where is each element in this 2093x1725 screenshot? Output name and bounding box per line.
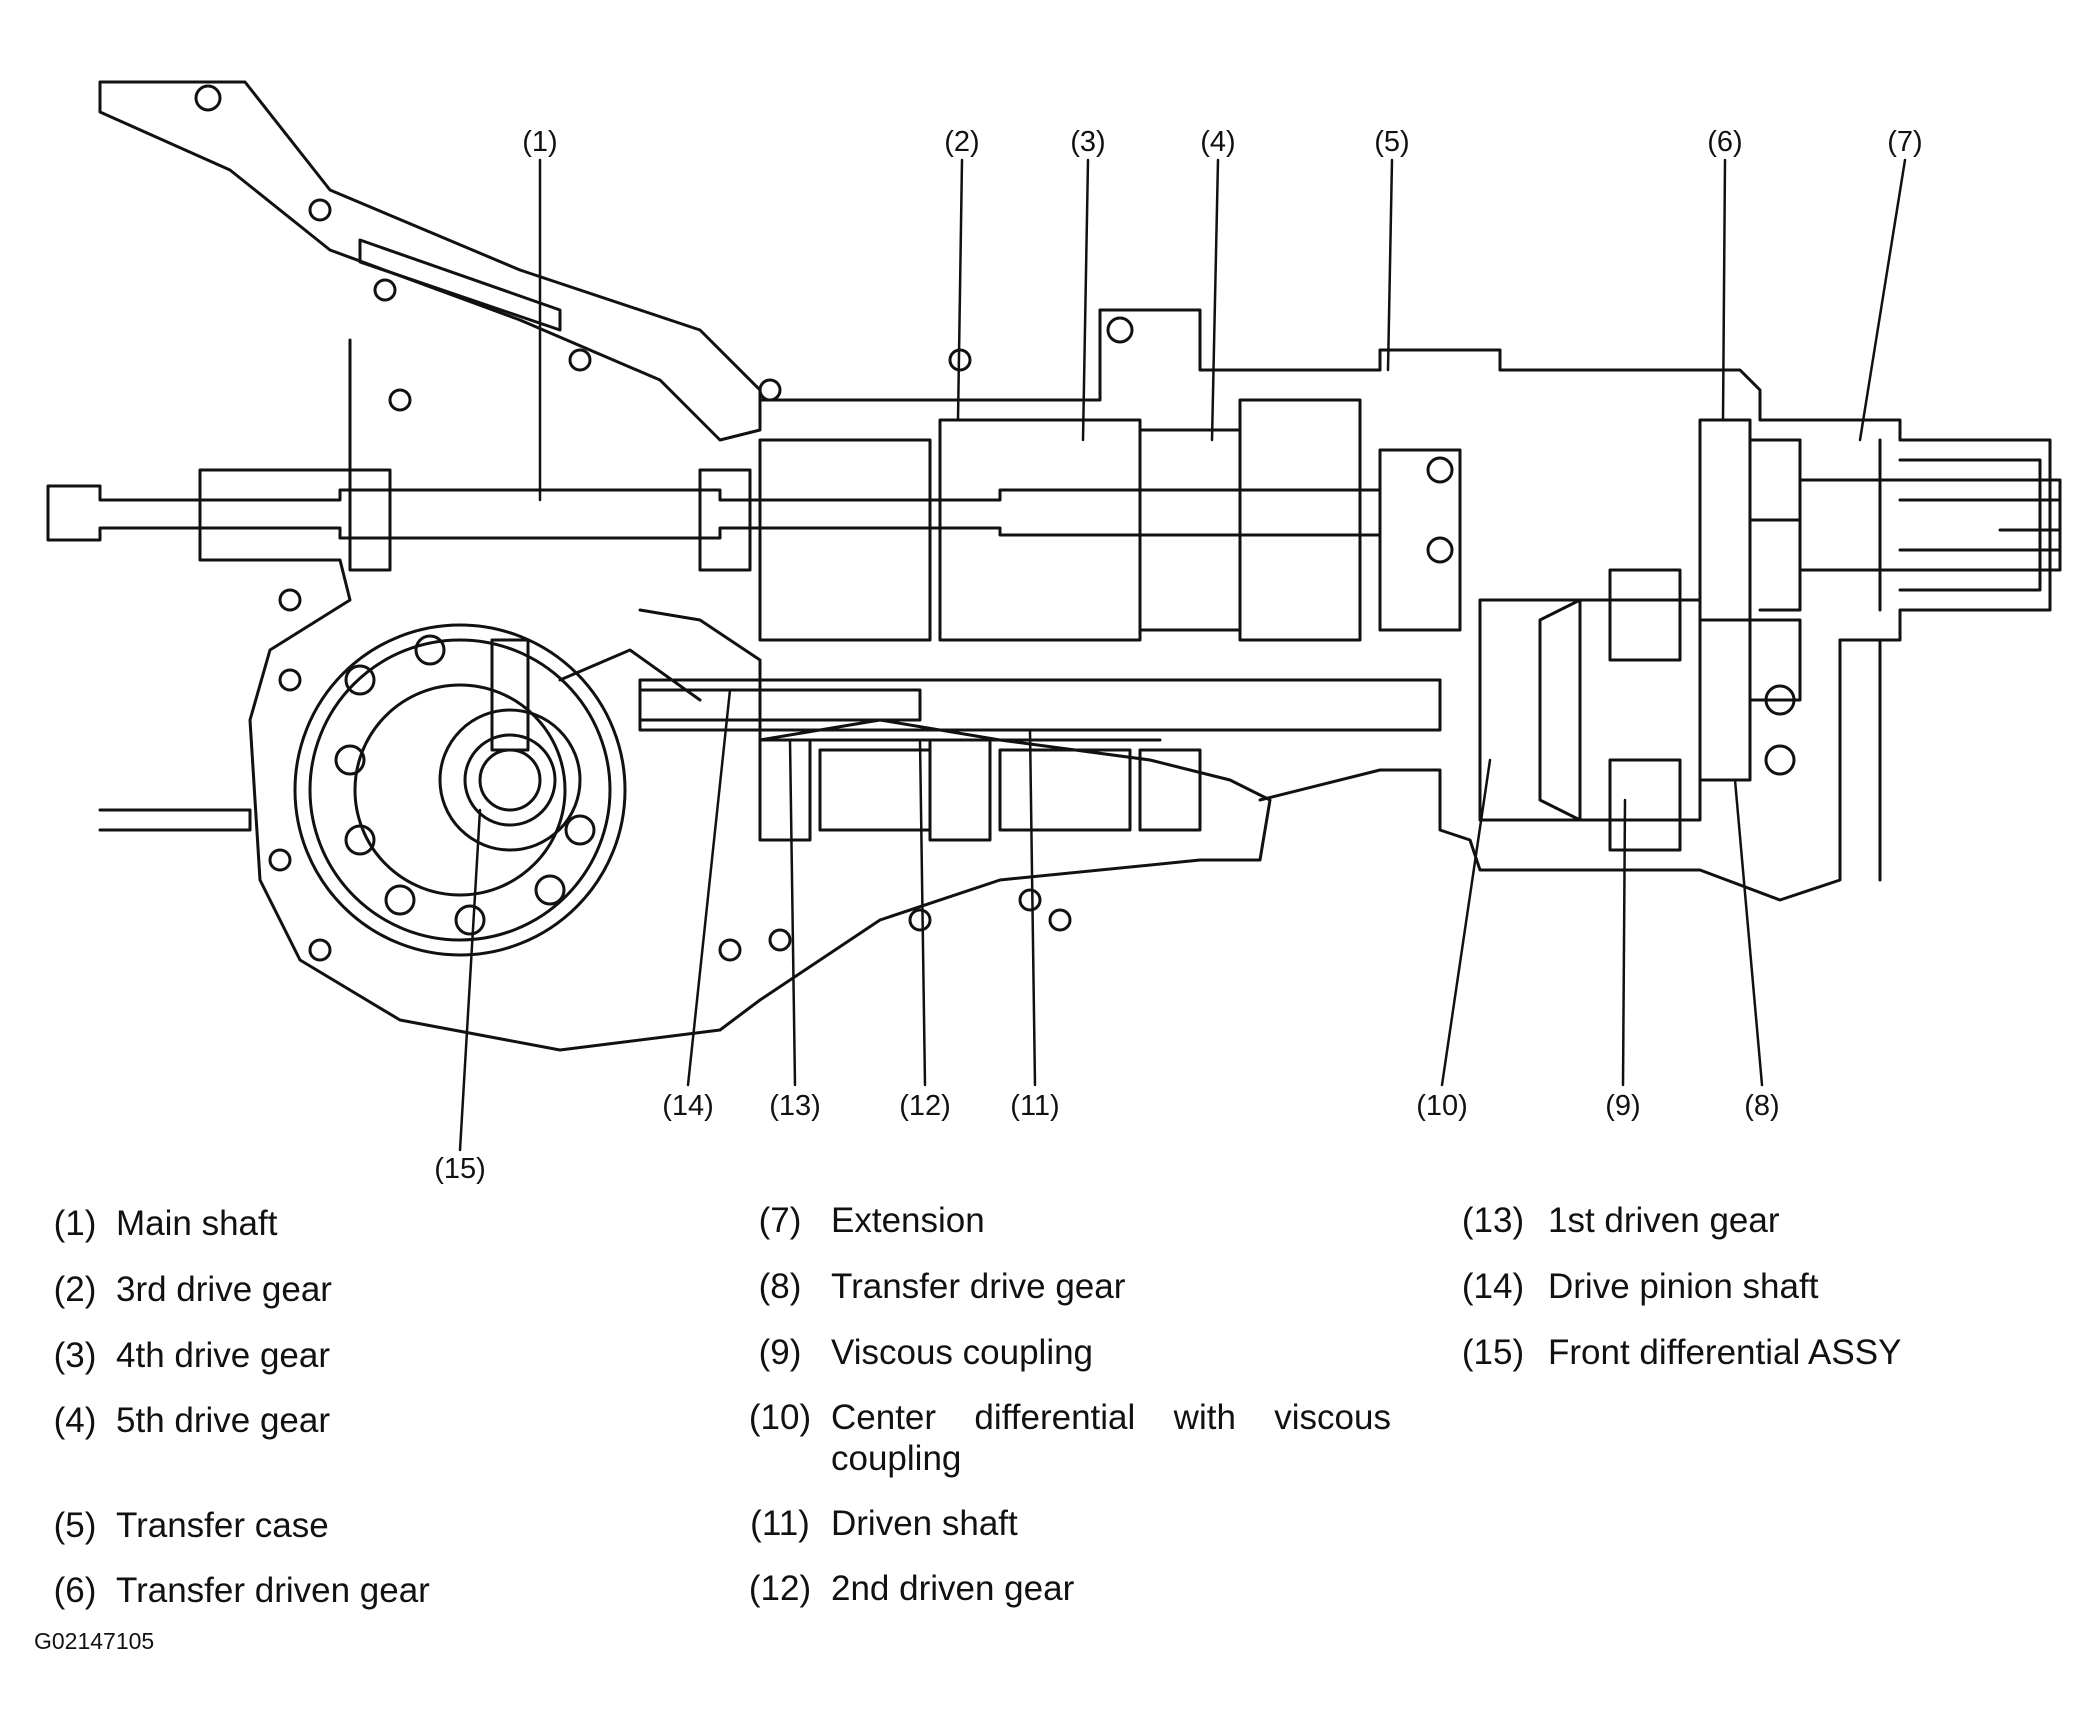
bell-housing-upper-arm	[98, 80, 762, 442]
transfer-driven-gear-shape	[1698, 418, 1752, 622]
legend-label: Transfer driven gear	[116, 1571, 430, 1610]
legend-label: Front differential ASSY	[1548, 1333, 1902, 1372]
callout-10: (10)	[1416, 1090, 1468, 1122]
callout-7: (7)	[1887, 126, 1923, 158]
legend-number: (1)	[53, 1204, 97, 1243]
legend-label: 1st driven gear	[1548, 1201, 1780, 1240]
front-differential-ring-gear	[293, 623, 627, 957]
callout-5: (5)	[1374, 126, 1410, 158]
callout-13: (13)	[769, 1090, 821, 1122]
legend-label: 3rd drive gear	[116, 1270, 332, 1309]
figure-code: G02147105	[34, 1628, 155, 1654]
viscous-coupling-plates	[1608, 568, 1682, 662]
callout-6: (6)	[1707, 126, 1743, 158]
legend-number: (3)	[53, 1336, 97, 1375]
main-shaft	[46, 484, 1382, 542]
legend-label: Center differential with viscous couplin…	[831, 1398, 1391, 1478]
callout-8: (8)	[1744, 1090, 1780, 1122]
legend-number: (15)	[1461, 1333, 1525, 1372]
extension-housing	[1758, 438, 1802, 612]
legend-label: Transfer case	[116, 1506, 329, 1545]
legend-number: (6)	[53, 1571, 97, 1610]
callout-2: (2)	[944, 126, 980, 158]
callout-9: (9)	[1605, 1090, 1641, 1122]
legend-label: Main shaft	[116, 1204, 278, 1243]
legend-number: (12)	[748, 1569, 812, 1608]
legend-label: 2nd driven gear	[831, 1569, 1075, 1608]
legend-label: Extension	[831, 1201, 985, 1240]
callout-3: (3)	[1070, 126, 1106, 158]
legend-number: (8)	[758, 1267, 802, 1306]
legend-label: Transfer drive gear	[831, 1267, 1126, 1306]
legend-label: Viscous coupling	[831, 1333, 1094, 1372]
legend-label: 4th drive gear	[116, 1336, 331, 1375]
callout-15: (15)	[434, 1153, 486, 1185]
leader-lines	[458, 158, 1907, 1152]
callout-14: (14)	[662, 1090, 714, 1122]
transmission-case	[758, 308, 2052, 902]
legend-number: (10)	[748, 1398, 812, 1437]
legend-number: (4)	[53, 1401, 97, 1440]
callout-11: (11)	[1010, 1090, 1060, 1122]
legend-label: 5th drive gear	[116, 1401, 331, 1440]
legend-number: (14)	[1461, 1267, 1525, 1306]
callout-12: (12)	[899, 1090, 951, 1122]
legend-number: (5)	[53, 1506, 97, 1545]
bell-housing	[198, 338, 1272, 1052]
legend-number: (13)	[1461, 1201, 1525, 1240]
transmission-cutaway-diagram	[46, 80, 2062, 1152]
transfer-drive-gear-shape	[1698, 618, 1752, 782]
legend-number: (9)	[758, 1333, 802, 1372]
center-differential	[1478, 598, 1702, 822]
driven-shaft	[638, 678, 1442, 732]
callout-4: (4)	[1200, 126, 1236, 158]
legend-number: (7)	[758, 1201, 802, 1240]
legend-number: (11)	[750, 1504, 810, 1543]
legend-number: (2)	[53, 1270, 97, 1309]
callout-1: (1)	[522, 126, 558, 158]
output-shaft	[1798, 478, 2062, 572]
legend-label: Driven shaft	[831, 1504, 1018, 1543]
legend-label: Drive pinion shaft	[1548, 1267, 1819, 1306]
